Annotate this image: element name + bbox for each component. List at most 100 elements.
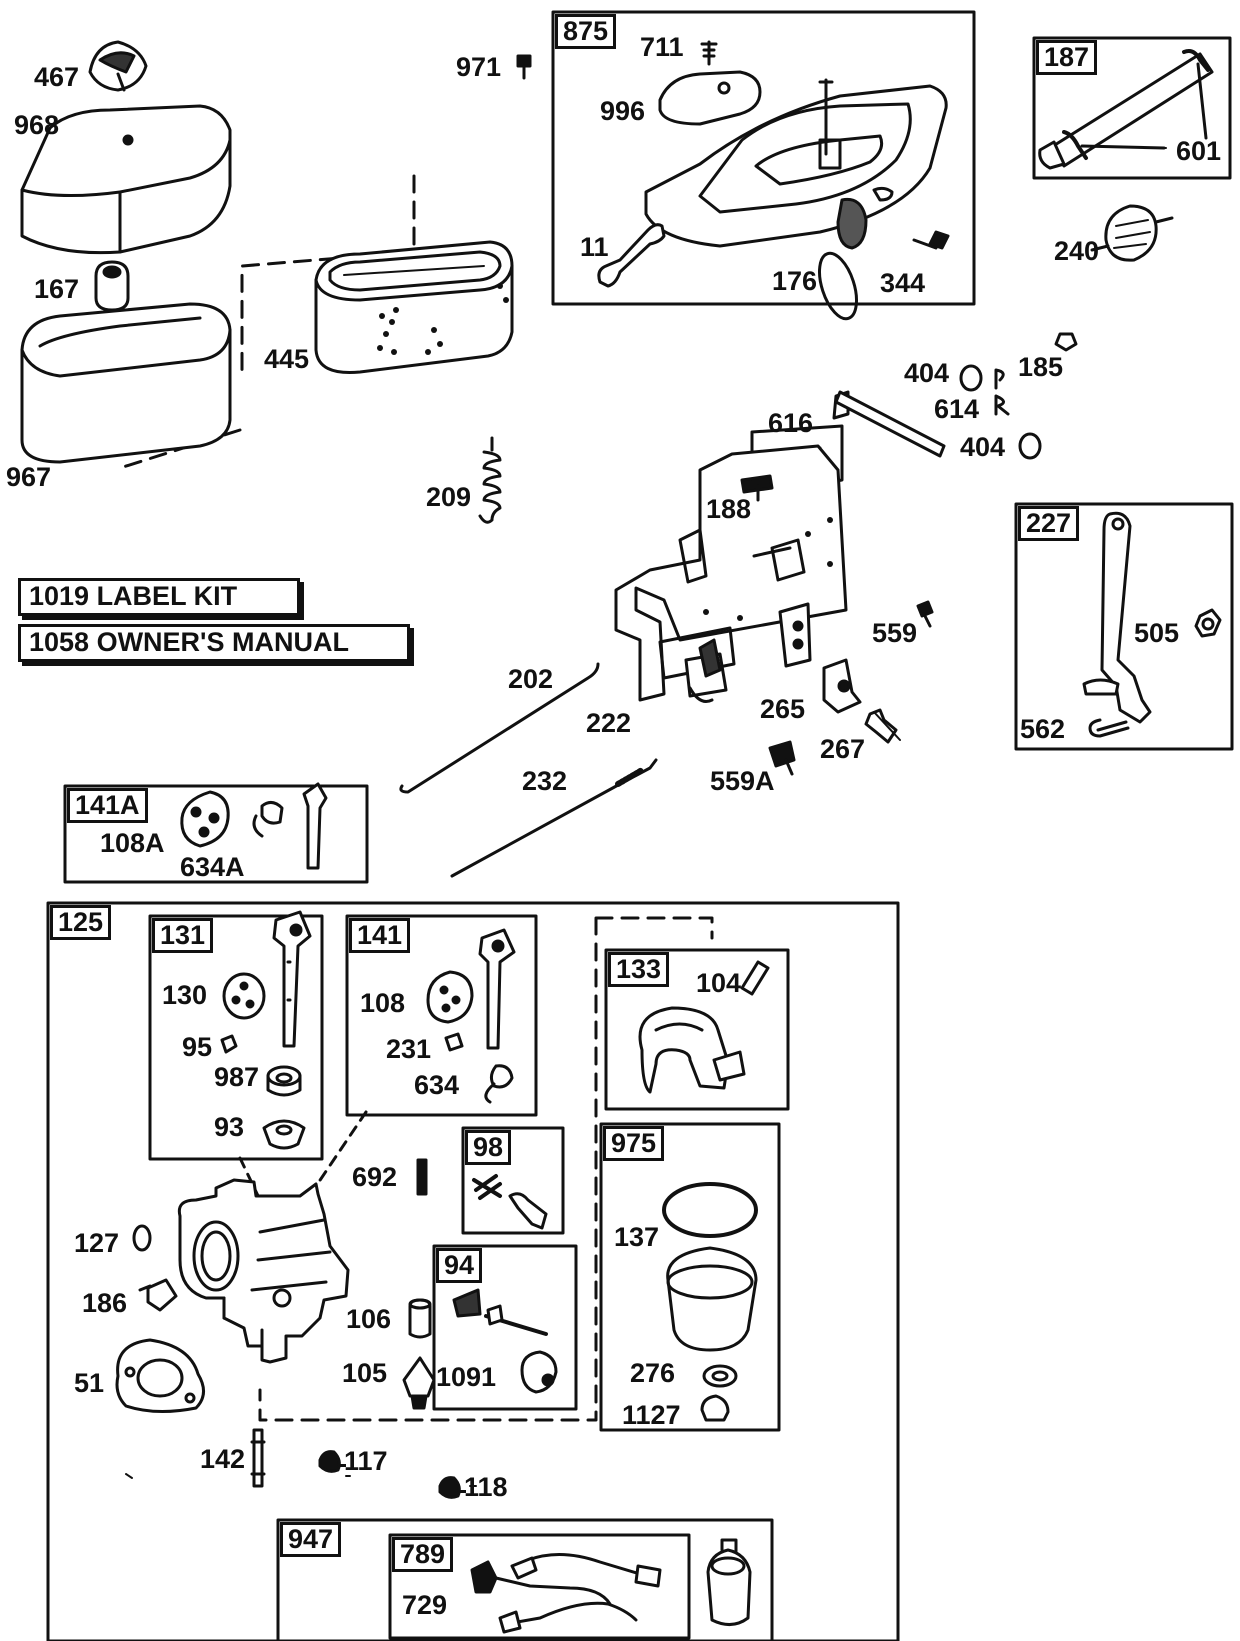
group-tag-227: 227 — [1018, 506, 1080, 541]
part-label: 186 — [82, 1288, 128, 1318]
group-tag-125: 125 — [50, 905, 112, 940]
group-131-frame — [148, 914, 324, 1161]
group-789-frame — [388, 1533, 691, 1640]
part-label: 11 — [580, 232, 609, 262]
dashed-bracket-carb-bowl — [258, 916, 714, 1422]
part-label: 265 — [760, 694, 806, 724]
group-tag-133: 133 — [608, 952, 670, 987]
part-label: 445 — [264, 344, 310, 374]
fuel-filter-240-icon — [1090, 204, 1174, 262]
fuel-solenoid-icon — [706, 1538, 752, 1626]
group-125-frame — [46, 901, 900, 1641]
group-141-frame — [345, 914, 538, 1117]
group-227-frame — [1014, 502, 1234, 751]
part-label: 467 — [34, 62, 80, 92]
group-133-frame — [604, 948, 790, 1111]
spring-209-icon — [478, 436, 502, 524]
part-label: 137 — [614, 1222, 660, 1252]
group-187-frame — [1032, 36, 1232, 180]
group-tag-141: 141 — [349, 918, 411, 953]
part-label: 142 — [200, 1444, 246, 1474]
part-label: 967 — [6, 462, 52, 492]
part-label: 996 — [600, 96, 646, 126]
part-label: 276 — [630, 1358, 676, 1388]
part-label: 130 — [162, 980, 208, 1010]
screws-559-265-267-icon — [768, 600, 934, 776]
float-bowl-975-icon — [662, 1182, 758, 1422]
group-tag-789: 789 — [392, 1537, 454, 1572]
group-875-frame — [551, 10, 976, 306]
part-label: 231 — [386, 1034, 432, 1064]
part-label: 505 — [1134, 618, 1180, 648]
group-tag-98: 98 — [465, 1130, 512, 1165]
part-label: 222 — [586, 708, 632, 738]
needle-seat-105-106-icon — [402, 1298, 436, 1410]
owners-manual-box: 1058 OWNER'S MANUAL — [18, 624, 410, 662]
float-133-icon — [638, 960, 770, 1094]
group-tag-975: 975 — [603, 1126, 665, 1161]
part-label: 118 — [464, 1472, 508, 1502]
leader-lines — [125, 145, 1167, 1487]
group-94-frame — [432, 1244, 578, 1411]
part-label: 167 — [34, 274, 80, 304]
throttle-housing-875-icon — [597, 40, 950, 321]
part-label: 559 — [872, 618, 918, 648]
spring-692-icon — [416, 1158, 428, 1196]
part-label: 108 — [360, 988, 406, 1018]
group-tag-875: 875 — [555, 14, 617, 49]
spring-232-coil-icon — [615, 767, 645, 787]
group-tag-947: 947 — [280, 1522, 342, 1557]
dash-118 — [458, 1490, 466, 1493]
part-label: 1091 — [436, 1362, 497, 1392]
group-tag-94: 94 — [436, 1248, 483, 1283]
part-label: 188 — [706, 494, 752, 524]
repair-kit-131-icon — [220, 910, 312, 1150]
group-tag-131: 131 — [152, 918, 214, 953]
part-label: 106 — [346, 1304, 392, 1334]
nut-167-icon — [94, 260, 130, 312]
part-label: 117 — [344, 1446, 388, 1476]
governor-lever-227-icon — [1082, 511, 1222, 738]
part-label: 267 — [820, 734, 866, 764]
part-label: 104 — [696, 968, 742, 998]
idle-screw-94-icon — [452, 1288, 558, 1394]
left-fittings-127-186-51-icon — [115, 1224, 205, 1414]
air-filter-445-icon — [314, 240, 514, 375]
part-label: 634 — [414, 1070, 460, 1100]
part-label: 987 — [214, 1062, 260, 1092]
dash-117 — [338, 1464, 346, 1467]
part-label: 176 — [772, 266, 818, 296]
label-kit-box: 1019 LABEL KIT — [18, 578, 300, 616]
knob-467-icon — [88, 40, 148, 92]
repair-kit-141A-icon — [180, 782, 328, 870]
part-label: 968 — [14, 110, 60, 140]
part-label: 614 — [934, 394, 980, 424]
part-label: 404 — [904, 358, 950, 388]
part-label: 404 — [960, 432, 1006, 462]
part-label: 108A — [100, 828, 165, 858]
group-tag-187: 187 — [1036, 40, 1098, 75]
part-label: 240 — [1054, 236, 1100, 266]
screw-set-98-icon — [472, 1174, 548, 1230]
part-label: 562 — [1020, 714, 1066, 744]
part-label: 51 — [74, 1368, 105, 1398]
part-label: 601 — [1176, 136, 1222, 166]
pre-cleaner-967-icon — [20, 302, 232, 464]
small-hardware-185-404-614-icon — [959, 332, 1078, 460]
part-label: 711 — [640, 32, 684, 62]
carburetor-body-icon — [177, 1178, 350, 1364]
part-label: 971 — [456, 52, 502, 82]
group-975-frame — [599, 1122, 781, 1432]
governor-link-202-icon — [399, 662, 600, 794]
part-label: 185 — [1018, 352, 1064, 382]
group-98-frame — [461, 1126, 565, 1235]
part-label: 1127 — [622, 1400, 681, 1430]
part-label: 95 — [182, 1032, 213, 1062]
air-cleaner-cover-968-icon — [20, 104, 232, 255]
part-label: 729 — [402, 1590, 448, 1620]
group-tag-141A: 141A — [67, 788, 148, 823]
pins-142-117-118-icon — [250, 1428, 461, 1499]
part-label: 127 — [74, 1228, 120, 1258]
